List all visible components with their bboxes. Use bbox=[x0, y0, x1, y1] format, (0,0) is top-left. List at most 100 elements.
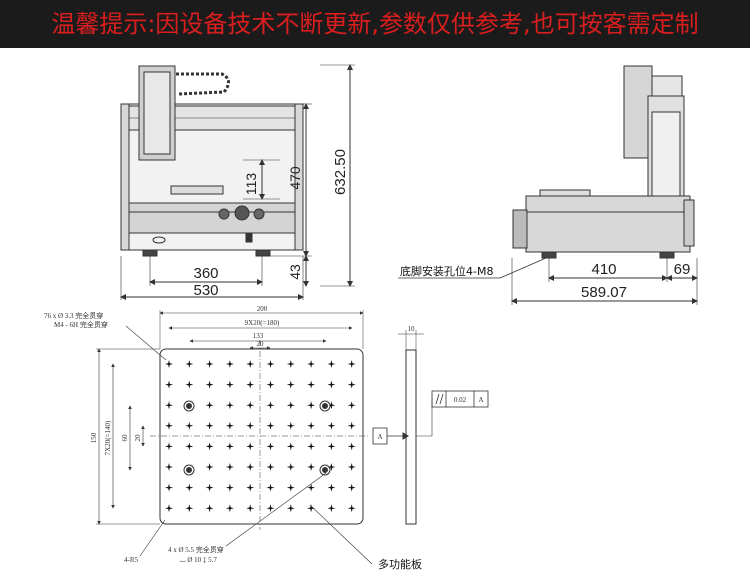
warning-banner: 温馨提示:因设备技术不断更新,参数仅供参考,也可按客需定制 bbox=[0, 0, 750, 48]
note-holes-1: 76 x Ø 3.3 完全贯穿 bbox=[44, 311, 103, 320]
tapped-hole bbox=[347, 442, 356, 451]
tapped-hole bbox=[347, 401, 356, 410]
counterbore-hole-inner bbox=[186, 467, 192, 473]
dim-10: 10 bbox=[408, 325, 416, 333]
tapped-hole bbox=[185, 504, 194, 513]
tapped-hole bbox=[185, 380, 194, 389]
tapped-hole bbox=[225, 380, 234, 389]
tapped-hole bbox=[225, 421, 234, 430]
tapped-hole bbox=[185, 360, 194, 368]
tapped-hole bbox=[165, 483, 173, 492]
tapped-hole bbox=[347, 360, 356, 368]
tapped-hole bbox=[205, 421, 214, 430]
counterbore-hole-inner bbox=[322, 403, 328, 409]
tapped-hole bbox=[246, 483, 255, 492]
tapped-hole bbox=[205, 401, 214, 410]
tapped-hole bbox=[165, 360, 173, 368]
tapped-hole bbox=[246, 504, 255, 513]
dim-113: 113 bbox=[243, 173, 259, 196]
counterbore-hole-inner bbox=[322, 467, 328, 473]
tapped-hole bbox=[165, 463, 173, 471]
tapped-hole bbox=[307, 442, 316, 451]
dim-69: 69 bbox=[674, 261, 691, 278]
tapped-hole bbox=[225, 401, 234, 410]
tapped-hole bbox=[286, 360, 295, 368]
tapped-hole bbox=[286, 421, 295, 430]
front-view bbox=[120, 64, 355, 300]
tapped-hole bbox=[266, 442, 275, 451]
side-view bbox=[398, 65, 698, 305]
tapped-hole bbox=[307, 421, 316, 430]
note-counterbore-2: ⌴ Ø 10 ↧ 5.7 bbox=[180, 556, 217, 564]
tapped-hole bbox=[347, 463, 356, 471]
banner-text: 温馨提示:因设备技术不断更新,参数仅供参考,也可按客需定制 bbox=[51, 10, 699, 38]
tapped-hole bbox=[286, 380, 295, 389]
dim-589: 589.07 bbox=[581, 284, 627, 301]
dim-530: 530 bbox=[193, 282, 218, 299]
counterbore-hole-inner bbox=[186, 403, 192, 409]
tapped-hole bbox=[347, 483, 356, 492]
flatness-datum: A bbox=[478, 396, 483, 404]
dim-200: 200 bbox=[257, 305, 268, 313]
tapped-hole bbox=[246, 401, 255, 410]
tapped-hole bbox=[225, 483, 234, 492]
tapped-hole bbox=[185, 483, 194, 492]
dim-470: 470 bbox=[287, 166, 303, 190]
tapped-hole bbox=[205, 360, 214, 368]
tapped-hole bbox=[185, 421, 194, 430]
tapped-hole bbox=[286, 483, 295, 492]
tapped-hole bbox=[307, 463, 316, 471]
tapped-hole bbox=[307, 504, 316, 513]
note-holes-2: M4 - 6H 完全贯穿 bbox=[54, 320, 108, 329]
tapped-hole bbox=[286, 442, 295, 451]
plate-label: 多功能板 bbox=[378, 557, 422, 571]
note-counterbore-1: 4 x Ø 5.5 完全贯穿 bbox=[168, 545, 224, 554]
tapped-hole bbox=[205, 504, 214, 513]
tapped-hole bbox=[165, 421, 173, 430]
tapped-hole bbox=[205, 380, 214, 389]
datum-a: A bbox=[377, 433, 382, 441]
tapped-hole bbox=[307, 483, 316, 492]
tapped-hole bbox=[266, 401, 275, 410]
tapped-hole bbox=[246, 380, 255, 389]
dim-9x20: 9X20(=180) bbox=[245, 319, 280, 327]
tapped-hole bbox=[307, 360, 316, 368]
mount-hole-label: 底脚安装孔位4-M8 bbox=[400, 264, 493, 278]
tapped-hole bbox=[266, 504, 275, 513]
tapped-hole bbox=[246, 360, 255, 368]
dim-360: 360 bbox=[193, 265, 218, 282]
tapped-hole bbox=[327, 463, 336, 471]
dim-150: 150 bbox=[90, 432, 98, 443]
tapped-hole bbox=[165, 504, 173, 513]
tapped-hole bbox=[165, 442, 173, 451]
tapped-hole bbox=[225, 504, 234, 513]
tapped-hole bbox=[266, 463, 275, 471]
tapped-hole bbox=[266, 483, 275, 492]
dim-43: 43 bbox=[287, 264, 303, 280]
tapped-hole bbox=[347, 421, 356, 430]
tapped-hole bbox=[266, 380, 275, 389]
tapped-hole bbox=[286, 463, 295, 471]
tapped-hole bbox=[286, 504, 295, 513]
tapped-hole bbox=[347, 380, 356, 389]
tapped-hole bbox=[347, 504, 356, 513]
tapped-hole bbox=[327, 504, 336, 513]
tapped-hole bbox=[225, 360, 234, 368]
tapped-hole bbox=[327, 442, 336, 451]
tapped-hole bbox=[185, 442, 194, 451]
dim-133: 133 bbox=[253, 332, 264, 340]
dim-60: 60 bbox=[121, 434, 129, 442]
tapped-hole bbox=[266, 421, 275, 430]
tapped-hole bbox=[286, 401, 295, 410]
tapped-hole bbox=[327, 483, 336, 492]
dim-7x20: 7X20(=140) bbox=[104, 420, 112, 455]
tapped-hole bbox=[307, 401, 316, 410]
tapped-hole bbox=[327, 421, 336, 430]
tapped-hole bbox=[165, 380, 173, 389]
tapped-hole bbox=[327, 401, 336, 410]
plate-view bbox=[96, 310, 489, 565]
tapped-hole bbox=[165, 401, 173, 410]
tapped-hole bbox=[307, 380, 316, 389]
dim-20-left: 20 bbox=[134, 434, 142, 442]
